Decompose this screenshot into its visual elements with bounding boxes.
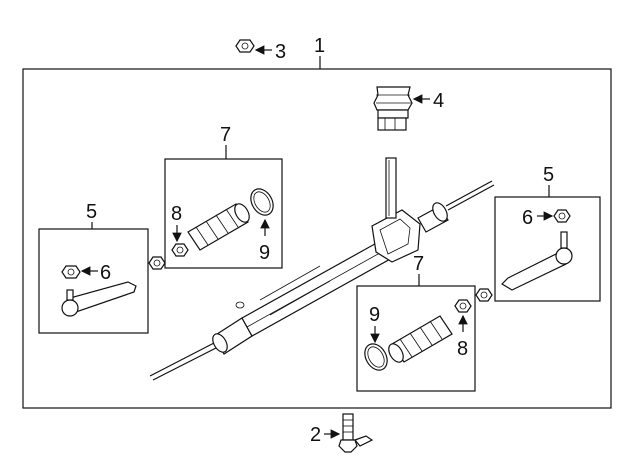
upper-boot-kit-box [164,158,283,269]
lower-boot-part [388,315,453,363]
right-tie-rod-nut [553,209,571,223]
right-tie-rod-box [494,196,601,302]
steering-rack [149,157,495,381]
right-tie-rod-end-part [501,231,573,291]
main-frame [22,68,612,409]
upper-clamp-ring [250,188,274,216]
upper-boot-part [187,203,250,251]
lower-clamp-ring [364,343,388,371]
right-jam-nut [475,288,493,302]
callout-8-upper: 8 [171,203,182,225]
left-jam-nut [148,256,166,270]
top-nut [235,39,255,53]
left-tie-rod-box [38,228,149,334]
callout-9-upper: 9 [259,242,270,264]
callout-7-lower: 7 [413,253,424,275]
bolt-part [338,413,374,453]
lower-boot-kit-box [356,285,476,392]
callout-5-left: 5 [86,201,97,223]
lower-clamp-nut [454,299,472,313]
callout-9-lower: 9 [369,304,380,326]
callout-1: 1 [314,35,325,57]
callout-7-upper: 7 [220,124,231,146]
motor-part [373,86,413,131]
callout-8-lower: 8 [457,338,468,360]
left-tie-rod-nut [61,265,81,279]
upper-clamp-nut [171,243,189,257]
callout-2: 2 [310,424,321,446]
callout-3: 3 [275,41,286,63]
callout-5-right: 5 [543,164,554,186]
left-tie-rod-end-part [61,281,137,317]
callout-6-right: 6 [522,207,533,229]
callout-4: 4 [433,90,444,112]
callout-6-left: 6 [100,262,111,284]
